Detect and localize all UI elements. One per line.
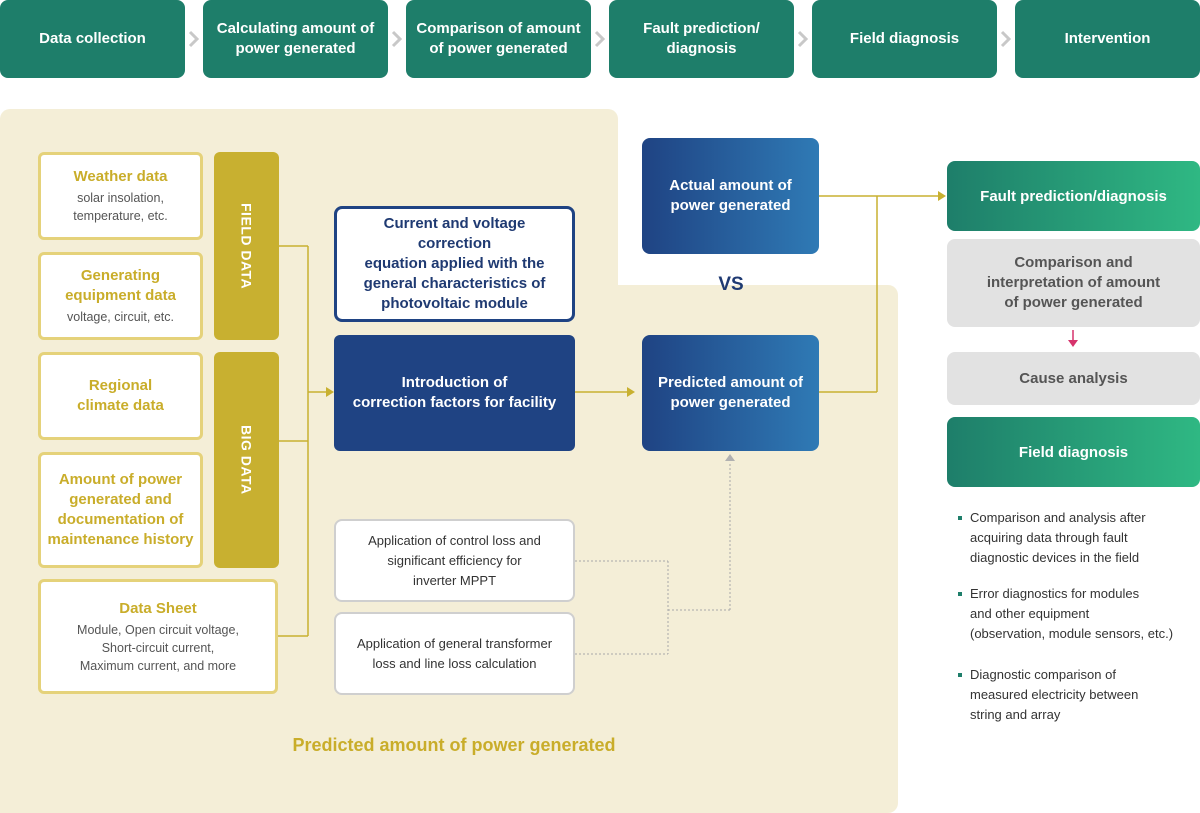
bullet-text: Diagnostic comparison of measured electr…	[970, 667, 1139, 722]
step-calculating: Calculating amount of power generated	[203, 0, 388, 78]
big-data-bar: BIG DATA	[214, 352, 279, 568]
field-diagnosis-box: Field diagnosis	[947, 417, 1200, 487]
bullet-dot	[958, 673, 962, 677]
chevron-right-icon	[1000, 30, 1012, 48]
comparison-interpretation-box: Comparison and interpretation of amount …	[947, 239, 1200, 327]
equipment-data-title: Generating equipment data	[65, 267, 176, 304]
bullet-item: Comparison and analysis after acquiring …	[958, 508, 1198, 568]
vs-label: VS	[718, 274, 744, 295]
fault-prediction-box: Fault prediction/diagnosis	[947, 161, 1200, 231]
correction-factors-box: Introduction of correction factors for f…	[334, 335, 575, 451]
weather-data-sub: solar insolation, temperature, etc.	[73, 191, 168, 223]
weather-data-box: Weather data solar insolation, temperatu…	[38, 152, 203, 240]
chevron-right-icon	[594, 30, 606, 48]
bullet-text: Error diagnostics for modules and other …	[970, 586, 1174, 641]
transformer-loss-box: Application of general transformer loss …	[334, 612, 575, 695]
chevron-right-icon	[391, 30, 403, 48]
chevron-right-icon	[188, 30, 200, 48]
big-data-label: BIG DATA	[238, 425, 255, 495]
step-comparison: Comparison of amount of power generated	[406, 0, 591, 78]
data-sheet-title: Data Sheet	[119, 599, 197, 617]
step-field-diagnosis: Field diagnosis	[812, 0, 997, 78]
actual-amount-box: Actual amount of power generated	[642, 138, 819, 254]
maintenance-history-title: Amount of power generated and documentat…	[47, 471, 194, 548]
bullet-item: Error diagnostics for modules and other …	[958, 584, 1198, 644]
control-loss-box: Application of control loss and signific…	[334, 519, 575, 602]
bullet-dot	[958, 516, 962, 520]
step-fault-prediction: Fault prediction/ diagnosis	[609, 0, 794, 78]
prediction-area-caption: Predicted amount of power generated	[292, 735, 616, 755]
bullet-item: Diagnostic comparison of measured electr…	[958, 665, 1198, 725]
chevron-right-icon	[797, 30, 809, 48]
step-intervention: Intervention	[1015, 0, 1200, 78]
cause-analysis-box: Cause analysis	[947, 352, 1200, 405]
regional-climate-title: Regional climate data	[77, 377, 164, 414]
field-data-label: FIELD DATA	[238, 202, 255, 290]
bullet-dot	[958, 592, 962, 596]
step-data-collection: Data collection	[0, 0, 185, 78]
bullet-text: Comparison and analysis after acquiring …	[970, 510, 1146, 565]
data-sheet-sub: Module, Open circuit voltage, Short-circ…	[77, 622, 239, 673]
weather-data-title: Weather data	[73, 168, 168, 185]
equipment-data-sub: voltage, circuit, etc.	[67, 310, 174, 324]
regional-climate-box: Regional climate data	[38, 352, 203, 440]
data-sheet-box: Data Sheet Module, Open circuit voltage,…	[38, 579, 278, 694]
field-data-bar: FIELD DATA	[214, 152, 279, 340]
maintenance-history-box: Amount of power generated and documentat…	[38, 452, 203, 568]
correction-equation-box: Current and voltage correction equation …	[334, 206, 575, 322]
predicted-amount-box: Predicted amount of power generated	[642, 335, 819, 451]
equipment-data-box: Generating equipment data voltage, circu…	[38, 252, 203, 340]
